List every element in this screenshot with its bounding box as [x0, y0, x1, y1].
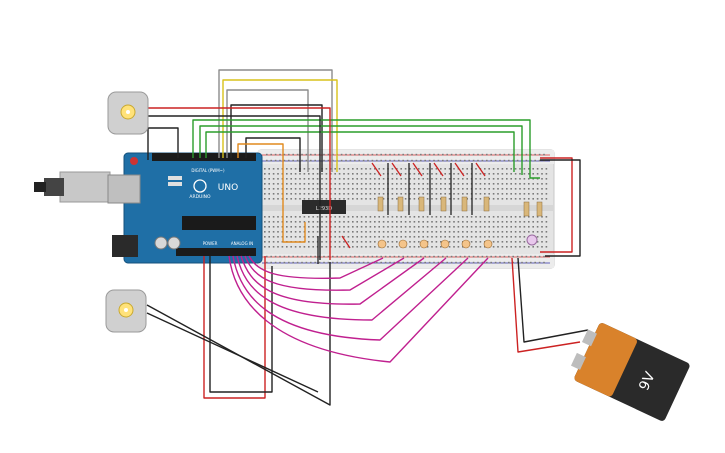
breadboard	[257, 149, 555, 269]
arduino-brand-label: ARDUINO	[189, 194, 211, 200]
wires	[146, 69, 589, 406]
l293d-chip: L293D	[302, 200, 346, 214]
dc-motor-bottom	[105, 289, 147, 333]
breadboard-jumpers	[317, 162, 486, 264]
dc-motor-top	[107, 91, 149, 135]
arduino-model-label: UNO	[218, 183, 238, 193]
arduino-uno: DIGITAL (PWM~) UNO ARDUINO POWER ANALOG …	[34, 152, 263, 264]
resistors	[377, 196, 543, 217]
arduino-digital-label: DIGITAL (PWM~)	[191, 168, 225, 173]
photoresistors	[377, 239, 493, 249]
arduino-analog-label: ANALOG IN	[231, 241, 253, 246]
chip-label: L293D	[316, 206, 332, 212]
battery-label: 9V	[636, 369, 658, 393]
battery-9v: 9V	[570, 323, 690, 421]
led	[526, 234, 538, 246]
arduino-power-label: POWER	[203, 241, 218, 246]
